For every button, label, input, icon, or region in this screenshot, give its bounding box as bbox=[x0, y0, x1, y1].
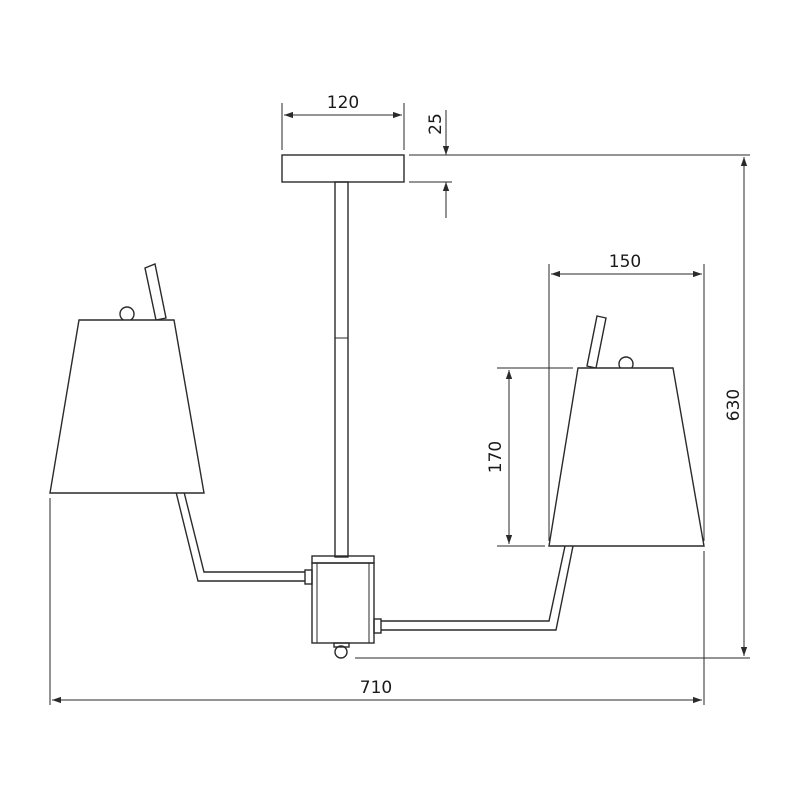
label-canopy-height: 25 bbox=[426, 113, 446, 135]
label-shade-height: 170 bbox=[486, 441, 506, 473]
dimension-canopy-width: 120 bbox=[281, 93, 405, 150]
label-canopy-width: 120 bbox=[327, 93, 359, 113]
right-lamp-shade bbox=[548, 356, 705, 547]
left-arm bbox=[144, 263, 305, 582]
dimension-total-width: 710 bbox=[49, 498, 705, 705]
label-total-height: 630 bbox=[724, 389, 744, 421]
label-total-width: 710 bbox=[360, 678, 392, 698]
central-body bbox=[304, 555, 382, 659]
dimension-canopy-height: 25 bbox=[409, 110, 750, 218]
central-rod bbox=[334, 181, 349, 558]
ceiling-canopy bbox=[281, 154, 405, 183]
left-lamp-shade bbox=[49, 306, 205, 494]
dimension-shade-height: 170 bbox=[486, 367, 573, 547]
dimension-total-height: 630 bbox=[355, 157, 750, 659]
label-shade-width: 150 bbox=[609, 252, 641, 272]
dimension-shade-width: 150 bbox=[548, 252, 705, 541]
